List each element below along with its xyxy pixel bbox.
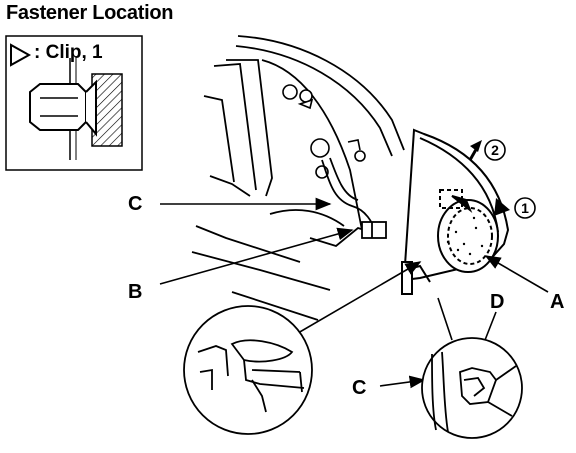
lift-arrow — [468, 140, 482, 161]
wire-harness — [321, 157, 387, 239]
mirror-assembly — [401, 128, 510, 295]
callout-c-bottom: C — [352, 377, 367, 399]
detail-circle-right — [421, 337, 523, 439]
pull-arrow — [451, 195, 473, 214]
callout-b: B — [128, 281, 143, 303]
step-2-circle — [484, 139, 506, 161]
step-1-circle — [514, 197, 536, 219]
clip-detail-inset — [5, 35, 143, 171]
detail-circle-left — [183, 305, 313, 435]
page-title: Fastener Location — [6, 2, 174, 24]
triangle-outline-icon — [10, 43, 32, 67]
step-1-label: 1 — [521, 200, 529, 216]
leader-lines — [159, 197, 549, 389]
step-2-label: 2 — [491, 142, 499, 158]
callout-d: D — [490, 291, 505, 313]
door-frame — [191, 35, 405, 321]
door-bolts — [282, 84, 366, 179]
mirror-texture — [446, 216, 484, 256]
legend-text: : Clip, 1 — [34, 42, 103, 63]
callout-a: A — [550, 291, 565, 313]
callout-c-top: C — [128, 193, 143, 215]
